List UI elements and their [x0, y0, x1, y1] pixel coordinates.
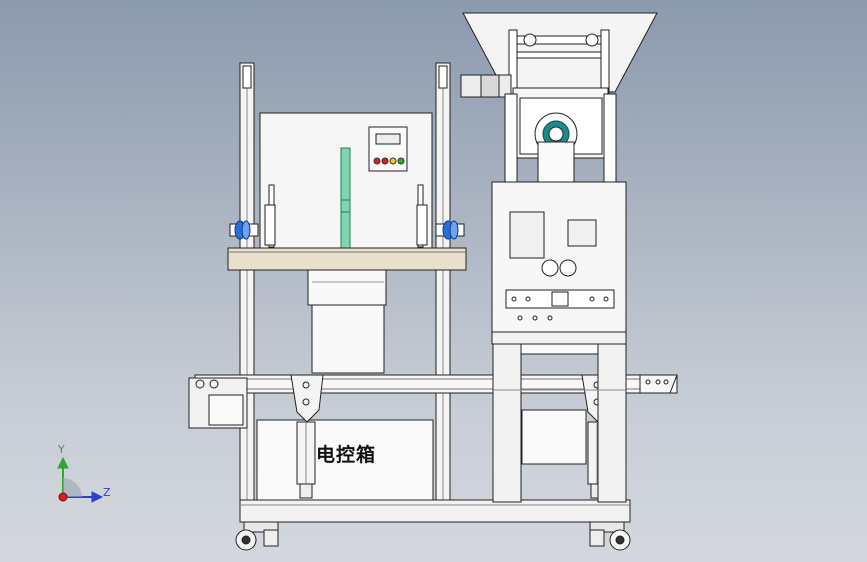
axis-z-label: Z: [103, 486, 111, 499]
indicator-light: [389, 157, 397, 165]
conveyor-belt: [188, 374, 678, 499]
electric-control-box: [256, 419, 434, 503]
material-container: [307, 269, 387, 374]
axis-triad: [57, 456, 104, 503]
caster-wheels: [235, 521, 631, 551]
indicator-light: [397, 157, 405, 165]
indicator-light: [381, 157, 389, 165]
tray-platform: [227, 247, 467, 271]
control-box-label: 电控箱: [316, 444, 377, 466]
indicator-light: [373, 157, 381, 165]
control-panel-box: [259, 112, 433, 252]
bottom-frame: [239, 499, 631, 523]
axis-y-label: Y: [58, 443, 65, 456]
left-bearing-brackets: [229, 184, 465, 248]
packing-machine: [460, 12, 658, 503]
